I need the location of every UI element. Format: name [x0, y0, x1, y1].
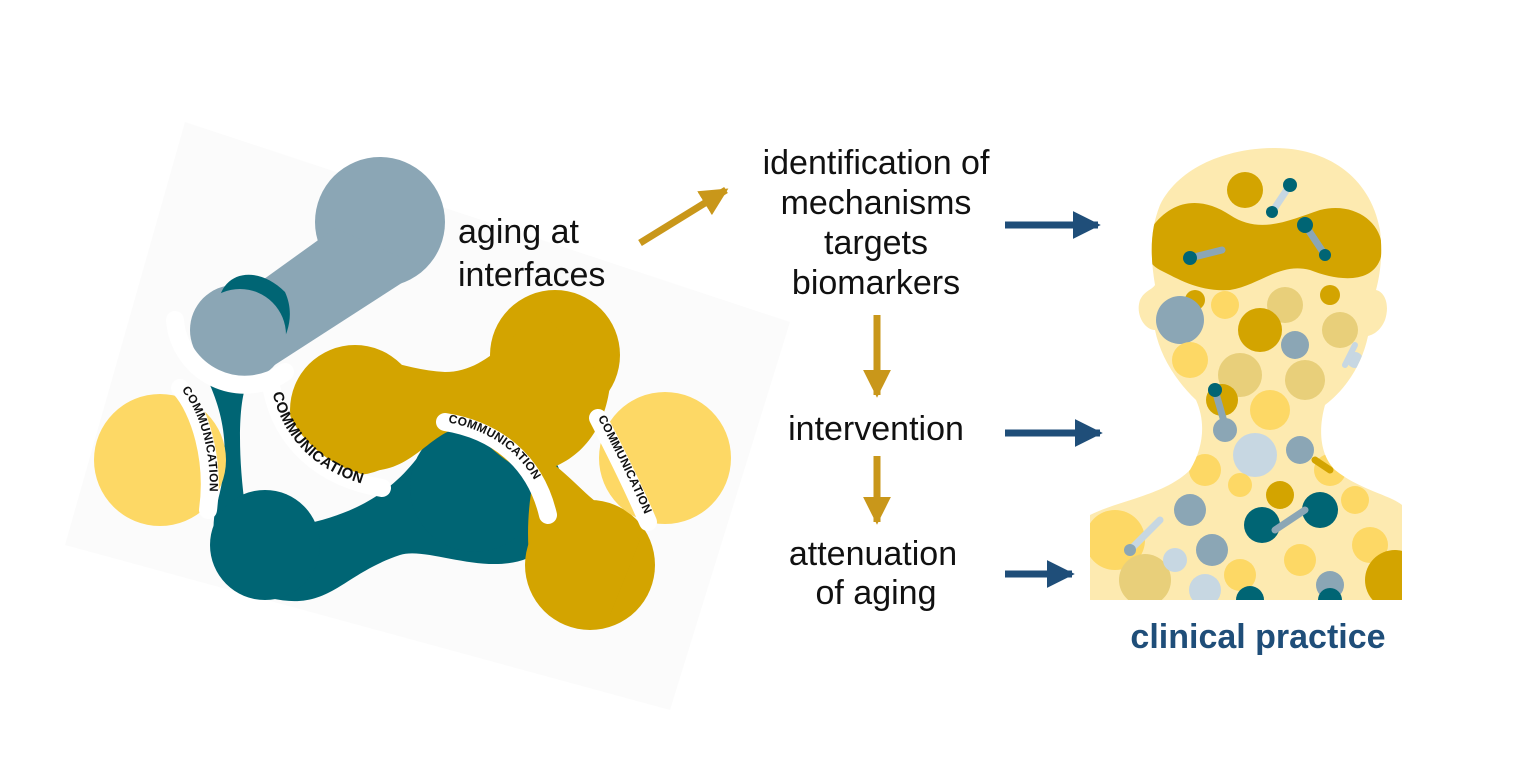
intervention-label: intervention	[788, 410, 964, 448]
step1-line3: targets	[824, 224, 928, 262]
attenuation-block: attenuation of aging	[789, 535, 957, 612]
step1-line4: biomarkers	[792, 264, 960, 302]
communication-gaps	[166, 311, 657, 531]
arrow-to-identification	[638, 187, 729, 246]
identification-block: identification of mechanisms targets bio…	[763, 144, 990, 302]
head-molecules	[1124, 178, 1358, 556]
aging-at-label: aging at	[458, 213, 580, 251]
teal-shape	[194, 274, 566, 602]
head-figure: clinical practice	[1090, 148, 1402, 656]
left-figure: COMMUNICATION COMMUNICATION COMMUNICATIO…	[65, 122, 790, 710]
gold-shape	[290, 290, 655, 630]
head-blobs	[1090, 287, 1402, 600]
flow: identification of mechanisms targets bio…	[638, 144, 1103, 612]
head-gold-mass	[1144, 203, 1382, 291]
clinical-practice-caption: clinical practice	[1130, 618, 1385, 656]
interfaces-label: interfaces	[458, 256, 605, 294]
step1-line2: mechanisms	[781, 184, 972, 222]
step3-line2: of aging	[816, 574, 937, 612]
step1-line1: identification of	[763, 144, 990, 182]
step3-line1: attenuation	[789, 535, 957, 573]
